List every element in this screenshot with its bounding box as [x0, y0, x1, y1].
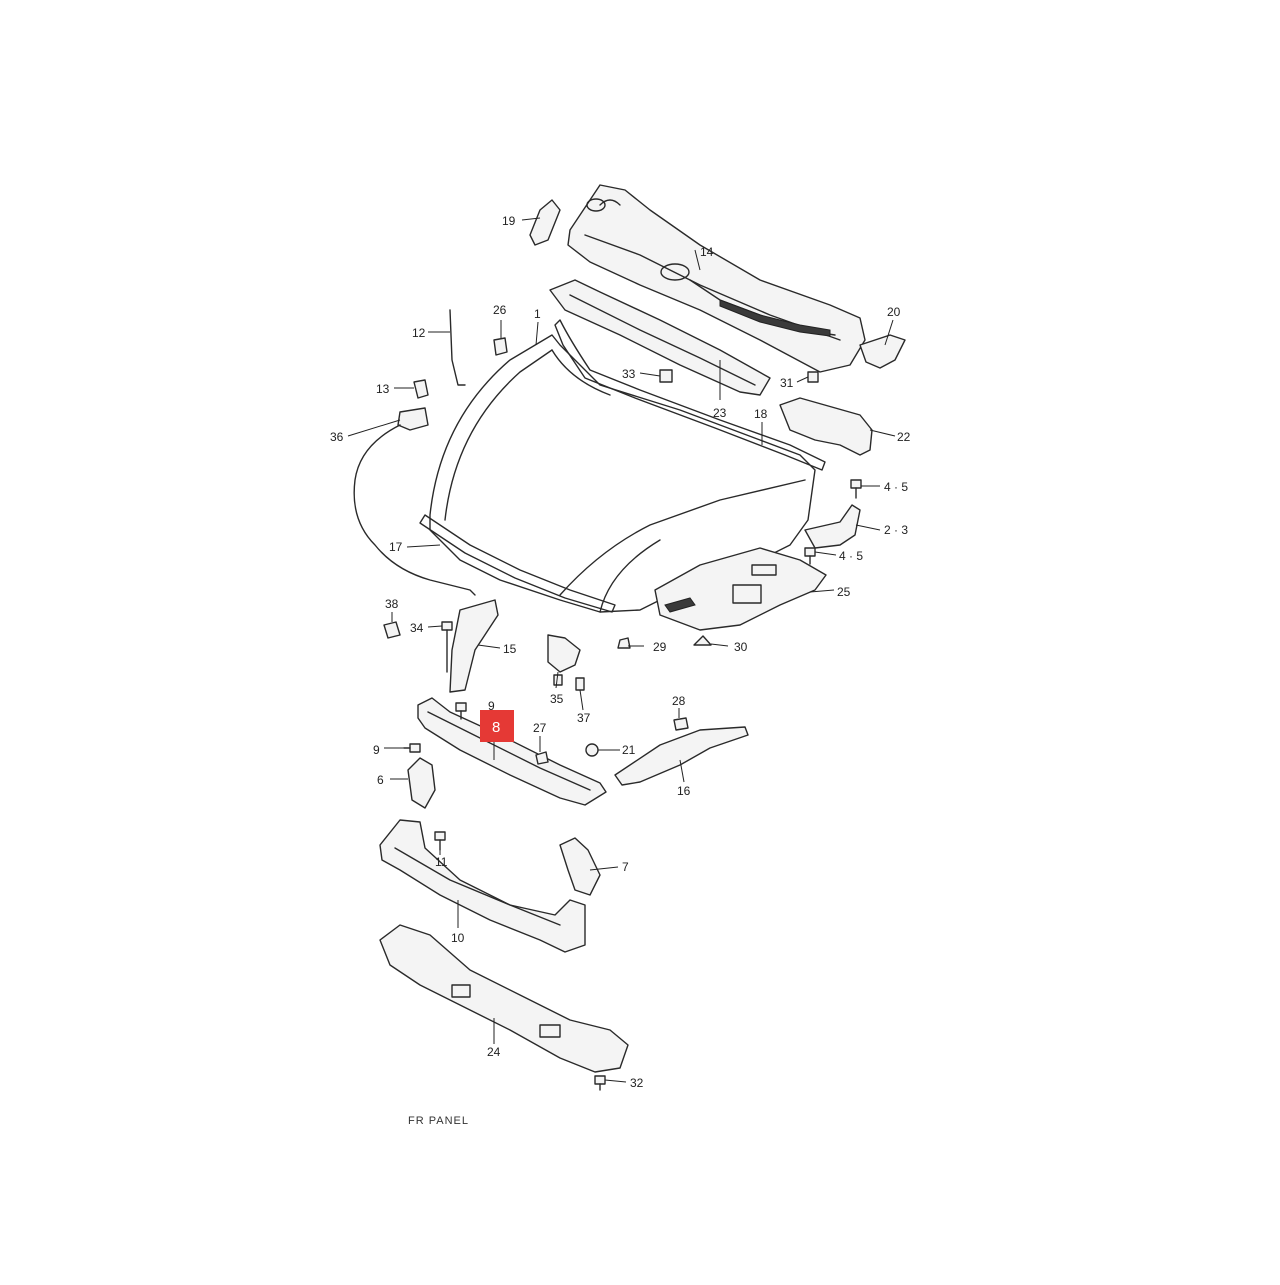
callout-14: 14	[700, 245, 714, 259]
part-side-panel	[779, 397, 873, 456]
part-screw-9-lower	[403, 743, 421, 753]
callout-9-upper: 9	[488, 699, 495, 713]
callout-15: 15	[503, 642, 517, 656]
part-hood-insulator	[654, 547, 827, 631]
callout-7: 7	[622, 860, 629, 874]
callout-30: 30	[734, 640, 748, 654]
callout-6: 6	[377, 773, 384, 787]
callout-35: 35	[550, 692, 564, 706]
part-bracket-6	[407, 757, 436, 809]
part-bolt-4-5-upper	[850, 479, 862, 499]
part-radiator-support-lower	[379, 819, 586, 953]
part-bolt-4-5-lower	[804, 547, 816, 565]
leader-lines	[347, 217, 896, 1083]
part-hood-front-seal	[419, 514, 616, 613]
callout-12: 12	[412, 326, 426, 340]
callout-28: 28	[672, 694, 686, 708]
highlight-badge	[480, 710, 514, 742]
callout-32: 32	[630, 1076, 644, 1090]
part-hood-weatherstrip	[554, 319, 826, 471]
part-bolt-37	[575, 677, 585, 691]
callout-29: 29	[653, 640, 667, 654]
callout-26: 26	[493, 303, 507, 317]
callout-24: 24	[487, 1045, 501, 1059]
part-radiator-support-upper	[417, 697, 607, 806]
part-bolt-35	[553, 674, 563, 686]
part-clip-27	[535, 751, 549, 765]
callout-38: 38	[385, 597, 399, 611]
callout-13: 13	[376, 382, 390, 396]
callout-11: 11	[435, 855, 448, 869]
part-nut-33	[659, 369, 673, 383]
callout-37: 37	[577, 711, 591, 725]
part-bolt-32	[594, 1075, 606, 1091]
callout-4-5-upper: 4 · 5	[884, 480, 908, 494]
part-grommet-26	[493, 337, 508, 356]
highlight-label: 8	[492, 719, 500, 736]
part-hood-hinge	[804, 504, 861, 549]
callout-34: 34	[410, 621, 424, 635]
part-hood-latch	[547, 634, 581, 673]
callout-20: 20	[887, 305, 901, 319]
part-hood-lock-support	[449, 599, 499, 693]
part-bracket-7	[559, 837, 601, 896]
part-release-cable	[353, 407, 476, 596]
footer-caption: FR PANEL	[408, 1115, 469, 1127]
part-screw-9-upper	[455, 702, 467, 720]
part-clip-31	[807, 371, 819, 383]
part-clip-30	[693, 635, 712, 646]
callout-17: 17	[389, 540, 403, 554]
callout-10: 10	[451, 931, 465, 945]
callout-23: 23	[713, 406, 727, 420]
part-bolt-34	[441, 621, 453, 673]
callout-36: 36	[330, 430, 344, 444]
part-clip-13	[413, 379, 429, 399]
callout-16: 16	[677, 784, 691, 798]
callout-31: 31	[780, 376, 794, 390]
callout-27: 27	[533, 721, 547, 735]
part-front-crossmember	[379, 924, 629, 1073]
part-clip-21	[585, 743, 599, 757]
callout-9-lower: 9	[373, 743, 380, 757]
part-bolt-11	[434, 831, 446, 851]
callout-25: 25	[837, 585, 851, 599]
callout-1: 1	[534, 307, 541, 321]
part-cowl-top-panel	[567, 184, 866, 373]
part-side-member	[614, 726, 749, 786]
part-hood-prop-rod	[449, 309, 466, 386]
callout-18: 18	[754, 407, 768, 421]
callout-22: 22	[897, 430, 911, 444]
highlight-callout-8[interactable]: 8	[480, 710, 514, 742]
part-cowl-lower-panel	[549, 279, 771, 396]
part-clip-38	[383, 621, 401, 639]
callout-19: 19	[502, 214, 516, 228]
callout-33: 33	[622, 367, 636, 381]
part-hood	[429, 334, 816, 613]
callout-labels: 19 14 20 1 26 12 13 36 33 31 23 18 22 4 …	[330, 214, 911, 1090]
callout-2-3: 2 · 3	[884, 523, 908, 537]
part-clip-28	[673, 717, 689, 731]
part-side-bracket-left	[529, 199, 561, 246]
callout-21: 21	[622, 743, 636, 757]
callout-4-5-lower: 4 · 5	[839, 549, 863, 563]
part-side-bracket-right	[859, 334, 906, 369]
part-clip-29	[617, 637, 631, 649]
